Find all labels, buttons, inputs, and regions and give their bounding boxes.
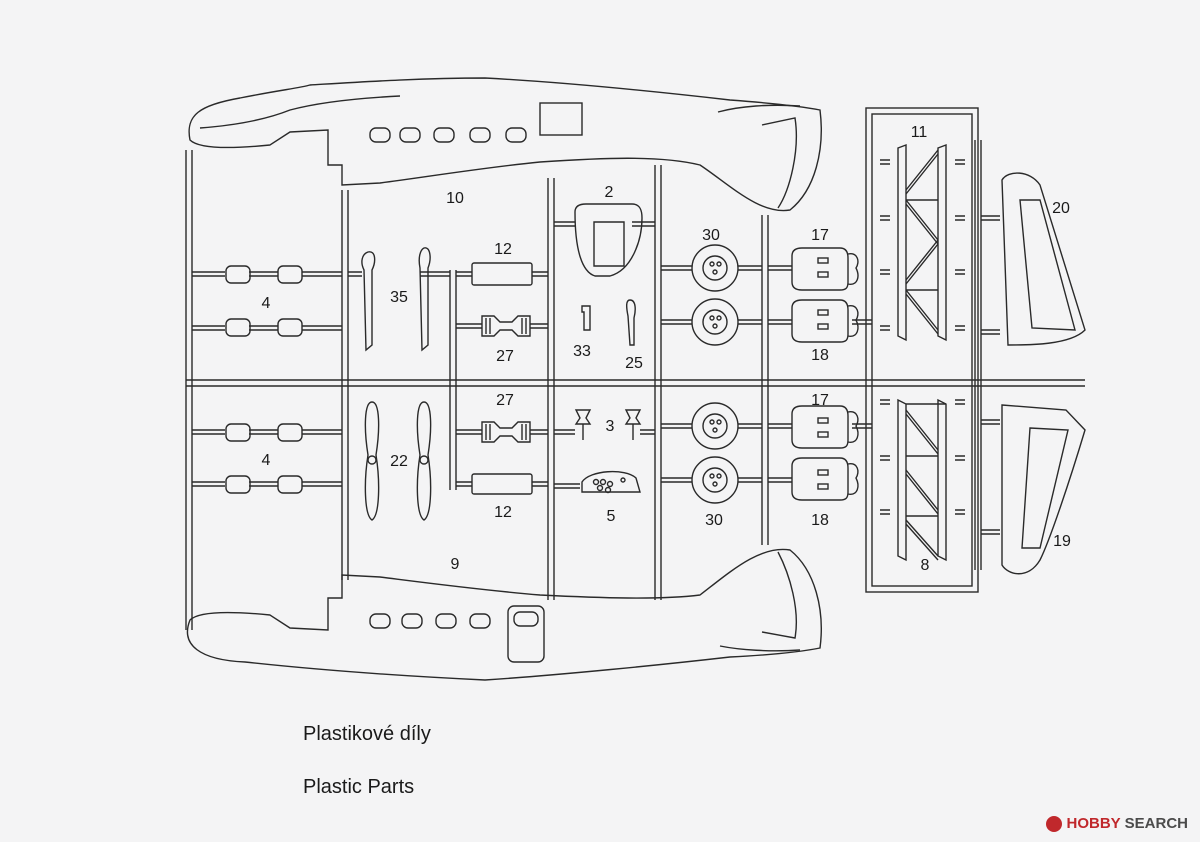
label-17-top: 17 xyxy=(811,227,829,244)
caption-english: Plastic Parts xyxy=(303,776,415,798)
part-27-parts xyxy=(481,315,531,443)
hobby-search-watermark: HOBBY SEARCH xyxy=(1046,815,1188,832)
part-10-fuselage-upper xyxy=(188,77,822,212)
part-22-propellers xyxy=(364,401,432,521)
label-4-bottom: 4 xyxy=(262,452,271,469)
label-11: 11 xyxy=(911,124,928,141)
part-33-25 xyxy=(581,299,636,346)
part-2-canopy xyxy=(574,203,643,277)
label-22: 22 xyxy=(390,453,408,470)
hobby-search-logo-icon xyxy=(1046,815,1063,832)
label-19: 19 xyxy=(1053,533,1071,550)
part-4-blocks xyxy=(225,265,303,494)
caption-czech: Plastikové díly xyxy=(303,723,431,745)
label-9: 9 xyxy=(451,556,460,573)
label-17-bottom: 17 xyxy=(811,392,829,409)
part-17-18-cowlings xyxy=(791,247,859,501)
part-5-instrument-panel xyxy=(581,470,641,494)
label-4-top: 4 xyxy=(262,295,271,312)
label-30-top: 30 xyxy=(702,227,720,244)
label-30-bottom: 30 xyxy=(705,512,723,529)
label-10: 10 xyxy=(446,190,464,207)
part-9-fuselage-lower xyxy=(186,548,822,681)
watermark-rest: SEARCH xyxy=(1124,815,1188,832)
label-12-top: 12 xyxy=(494,241,512,258)
part-3 xyxy=(574,409,642,440)
label-27-bottom: 27 xyxy=(496,392,514,409)
label-35: 35 xyxy=(390,289,408,306)
part-20-19-tails xyxy=(1001,172,1086,575)
label-25: 25 xyxy=(625,355,643,372)
label-18-bottom: 18 xyxy=(811,512,829,529)
part-35-struts xyxy=(361,247,431,352)
label-20: 20 xyxy=(1052,200,1070,217)
part-labels: 10 9 2 12 12 30 30 17 17 18 18 11 8 20 1… xyxy=(262,124,1071,574)
label-5: 5 xyxy=(607,508,616,525)
label-27-top: 27 xyxy=(496,348,514,365)
part-11-8-trusses xyxy=(897,143,947,562)
label-33: 33 xyxy=(573,343,591,360)
label-2: 2 xyxy=(605,184,614,201)
label-18-top: 18 xyxy=(811,347,829,364)
watermark-brand: HOBBY xyxy=(1066,815,1121,832)
part-12-rectangles xyxy=(471,262,533,495)
label-3: 3 xyxy=(606,418,615,435)
label-12-bottom: 12 xyxy=(494,504,512,521)
label-8: 8 xyxy=(921,557,930,574)
part-30-wheels xyxy=(691,244,739,504)
sprue-frame xyxy=(185,107,1085,630)
